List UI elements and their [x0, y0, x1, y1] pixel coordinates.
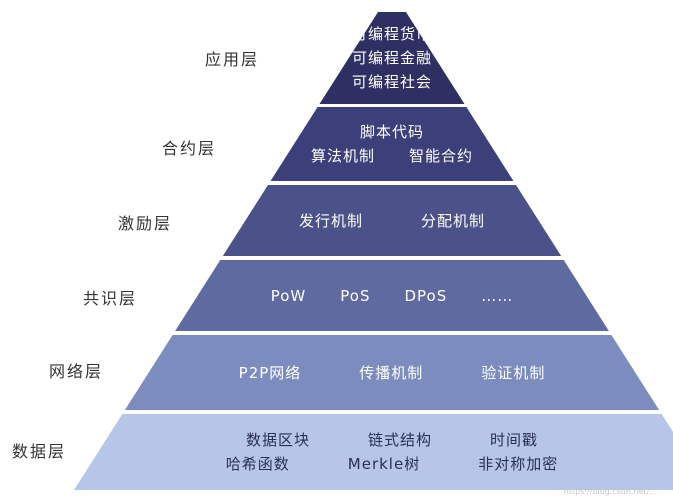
layer-item: 智能合约: [409, 147, 474, 165]
layer-item: 可编程金融: [351, 49, 432, 67]
layer-row: 可编程货币: [352, 22, 432, 46]
layer-content: 数据区块 链式结构 时间戳哈希函数 Merkle树 非对称加密: [226, 428, 558, 476]
layer-row: 脚本代码: [311, 120, 473, 144]
layer-band: [124, 335, 660, 410]
layer-content: 脚本代码算法机制 智能合约: [311, 120, 473, 168]
layer-row: 可编程社会: [352, 70, 432, 94]
layer-item: 脚本代码: [359, 123, 424, 141]
pyramid-layer-2: 脚本代码算法机制 智能合约: [0, 107, 673, 181]
watermark: https://blog.csdn.net/...: [563, 487, 657, 496]
layer-item: 可编程社会: [351, 73, 432, 91]
layer-item: 传播机制: [359, 363, 424, 382]
layer-label: 数据层: [12, 442, 67, 461]
pyramid-layer-3: 发行机制 分配机制: [0, 185, 673, 256]
layer-item: 可编程货币: [351, 25, 432, 43]
layer-band: [222, 185, 562, 256]
layer-item: 发行机制: [298, 211, 363, 230]
layer-item: 数据区块: [245, 431, 310, 449]
layer-label: 共识层: [83, 289, 138, 308]
layer-content: PoW PoS DPoS ……: [271, 284, 514, 308]
layer-item: ……: [481, 286, 514, 305]
layer-row: 发行机制 分配机制: [299, 209, 485, 233]
layer-row: 可编程金融: [352, 46, 432, 70]
pyramid-layer-4: PoW PoS DPoS ……: [0, 260, 673, 331]
layer-item: 验证机制: [481, 363, 546, 382]
layer-content: 发行机制 分配机制: [299, 209, 485, 233]
layer-row: 算法机制 智能合约: [311, 144, 473, 168]
layer-item: 哈希函数: [225, 455, 290, 473]
layer-row: 哈希函数 Merkle树 非对称加密: [226, 452, 558, 476]
layer-band: [319, 12, 465, 104]
layer-band: [270, 107, 514, 181]
layer-item: P2P网络: [238, 363, 302, 382]
layer-label: 网络层: [49, 362, 104, 381]
layer-label: 激励层: [118, 214, 173, 233]
layer-item: 时间戳: [490, 431, 539, 449]
layer-item: 分配机制: [421, 211, 486, 230]
layer-item: 链式结构: [367, 431, 432, 449]
pyramid-layer-5: P2P网络 传播机制 验证机制: [0, 335, 673, 410]
layer-label: 应用层: [205, 50, 260, 69]
layer-item: PoS: [340, 286, 371, 305]
layer-row: 数据区块 链式结构 时间戳: [226, 428, 558, 452]
layer-row: PoW PoS DPoS ……: [271, 284, 514, 308]
pyramid-layer-6: 数据区块 链式结构 时间戳哈希函数 Merkle树 非对称加密: [0, 414, 673, 490]
layer-item: DPoS: [404, 286, 448, 305]
pyramid-layer-1: 可编程货币可编程金融可编程社会: [0, 12, 673, 104]
layer-item: 算法机制: [310, 147, 375, 165]
layer-content: P2P网络 传播机制 验证机制: [239, 361, 546, 385]
layer-content: 可编程货币可编程金融可编程社会: [352, 22, 432, 94]
layer-item: PoW: [270, 286, 307, 305]
layer-band: [74, 414, 673, 490]
layer-item: Merkle树: [347, 455, 421, 473]
layer-band: [175, 260, 609, 331]
layer-label: 合约层: [162, 139, 217, 158]
layer-item: 非对称加密: [478, 455, 559, 473]
layer-row: P2P网络 传播机制 验证机制: [239, 361, 546, 385]
